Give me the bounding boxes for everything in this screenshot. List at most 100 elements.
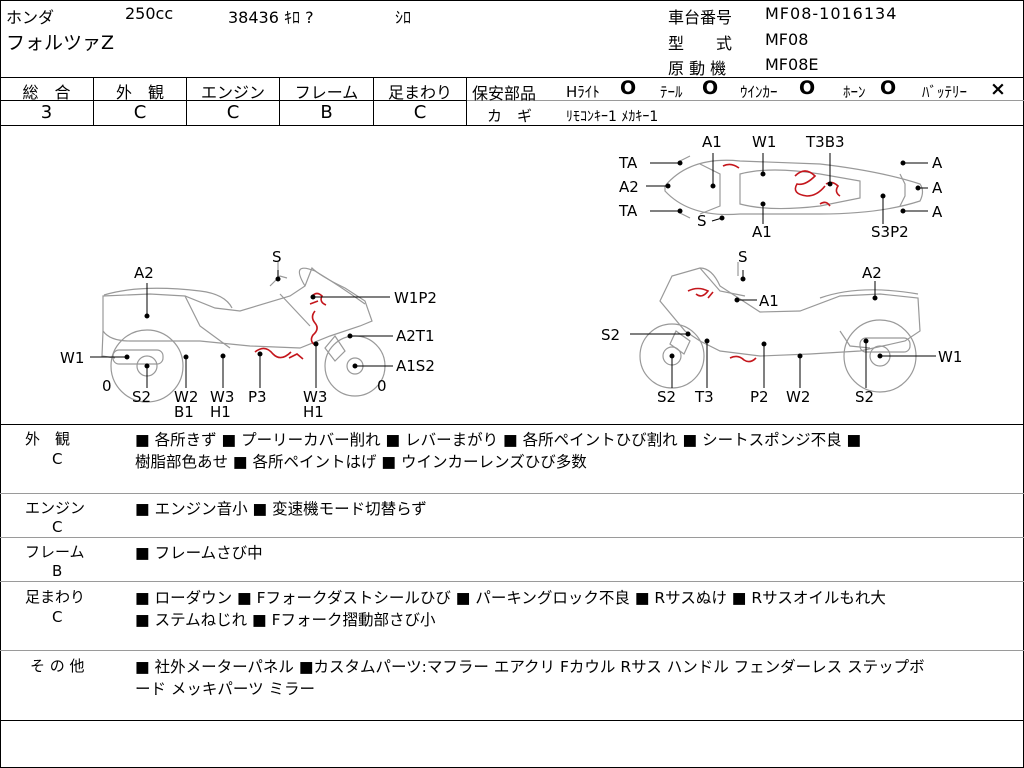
comment-label: 外 観	[25, 430, 71, 448]
safety-mark: O	[880, 77, 897, 99]
diagram-label: A	[932, 203, 943, 221]
diagram-label: W1	[938, 348, 962, 366]
diagram-label: B1	[174, 403, 194, 421]
diagram-label: W1	[60, 349, 84, 367]
diagram-label: S2	[657, 388, 676, 406]
grade-suspension: 足まわり C	[374, 77, 467, 125]
comment-label: 足まわり	[25, 588, 86, 606]
divider	[0, 650, 1024, 651]
diagram-label: H1	[210, 403, 231, 421]
comment-label: エンジン	[25, 499, 86, 517]
diagram-label: S3P2	[871, 223, 909, 241]
safety-title: 保安部品	[472, 84, 537, 103]
diagram-label: A1	[702, 133, 722, 151]
diagram-label: T3B3	[805, 133, 845, 151]
key-label: カ ギ	[487, 107, 533, 125]
diagram-label: A2T1	[396, 327, 435, 345]
top-view-scooter	[664, 155, 924, 219]
color: ｼﾛ	[395, 8, 412, 27]
diagram-label: S	[697, 212, 707, 230]
diagram-label: W1	[752, 133, 776, 151]
diagram-label: W3	[303, 388, 327, 406]
divider	[0, 720, 1024, 721]
mileage: 38436 ｷﾛ ?	[228, 8, 314, 27]
diagram-label: S	[272, 248, 282, 266]
grade-engine: エンジン C	[187, 77, 280, 125]
divider	[0, 581, 1024, 582]
diagram-label: TA	[618, 202, 638, 220]
divider	[0, 100, 466, 101]
diagram-label: S2	[132, 388, 151, 406]
grade-label: 足まわり	[387, 83, 452, 102]
bike-diagram: TA A2 TA A1 W1 T3B3 S A1 A A A S3P2 S A2…	[60, 133, 962, 421]
diagram-label: A1	[759, 292, 779, 310]
diagram-label: A2	[619, 178, 639, 196]
comment-line: ■ ローダウン ■ Fフォークダストシールひび ■ パーキングロック不良 ■ R…	[135, 589, 886, 607]
key-value: ﾘﾓｺﾝｷｰ1 ﾒｶｷｰ1	[566, 109, 659, 125]
divider	[0, 77, 1024, 78]
comment-grade: B	[52, 562, 63, 580]
left-view-scooter	[101, 262, 386, 403]
grade-value: C	[226, 102, 240, 123]
comment-line: ■ 各所きず ■ プーリーカバー削れ ■ レバーまがり ■ 各所ペイントひび割れ…	[135, 431, 862, 449]
frame-no: MF08-1016134	[765, 4, 898, 23]
comment-line: ■ フレームさび中	[135, 544, 263, 562]
diagram-label: S	[738, 248, 748, 266]
type-value: MF08	[765, 30, 809, 49]
grade-value: B	[320, 102, 333, 123]
grade-overall: 総 合 3	[0, 77, 94, 125]
grade-value: C	[133, 102, 147, 123]
diagram-label: A2	[134, 264, 154, 282]
safety-mark: ×	[990, 78, 1006, 100]
comment-line: ード メッキパーツ ミラー	[135, 680, 316, 698]
comment-line: ■ 社外メーターパネル ■カスタムパーツ:マフラー エアクリ Fカウル Rサス …	[135, 658, 925, 676]
safety-mark: O	[799, 77, 816, 99]
diagram-label: A1S2	[396, 357, 435, 375]
diagram-label: W2	[174, 388, 198, 406]
right-view-scooter	[639, 262, 921, 393]
diagram-labels: TA A2 TA A1 W1 T3B3 S A1 A A A S3P2 S A2…	[60, 133, 962, 421]
diagram-label: H1	[303, 403, 324, 421]
comment-grade: C	[52, 450, 63, 468]
model-name: フォルツァZ	[6, 32, 115, 54]
type-label: 型 式	[668, 34, 733, 53]
diagram-label: A	[932, 154, 943, 172]
diagram-label: T3	[694, 388, 714, 406]
divider	[0, 424, 1024, 425]
diagram-label: W2	[786, 388, 810, 406]
diagram-label: P3	[248, 388, 267, 406]
engine-label: 原 動 機	[668, 59, 727, 78]
diagram-label: A2	[862, 264, 882, 282]
divider	[0, 125, 1024, 126]
diagram-label: W3	[210, 388, 234, 406]
comment-grade: C	[52, 518, 63, 536]
damage-marks	[254, 163, 841, 363]
diagram-label: 0	[377, 377, 387, 395]
maker: ホンダ	[6, 8, 55, 27]
divider	[466, 100, 1024, 101]
grade-label: 総 合	[22, 83, 71, 102]
comment-grade: C	[52, 608, 63, 626]
diagram-label: S2	[855, 388, 874, 406]
safety-item-label: ﾊﾞｯﾃﾘｰ	[922, 83, 968, 101]
grade-frame: フレーム B	[280, 77, 374, 125]
grade-label: フレーム	[294, 83, 359, 102]
safety-item-label: ﾃｰﾙ	[660, 83, 683, 101]
engine-value: MF08E	[765, 55, 819, 74]
displacement: 250cc	[125, 4, 174, 23]
divider	[0, 537, 1024, 538]
diagram-label: TA	[618, 154, 638, 172]
diagram-label: P2	[750, 388, 769, 406]
diagram-label: 0	[102, 377, 112, 395]
comment-label: そ の 他	[30, 657, 85, 675]
safety-mark: O	[702, 77, 719, 99]
safety-item-label: Hﾗｲﾄ	[566, 83, 600, 101]
safety-mark: O	[620, 77, 637, 99]
grade-label: エンジン	[200, 83, 265, 102]
diagram-label: S2	[601, 326, 620, 344]
diagram-label: A	[932, 179, 943, 197]
comment-label: フレーム	[25, 543, 85, 561]
pointer-lines	[90, 153, 936, 388]
grade-exterior: 外 観 C	[94, 77, 187, 125]
safety-item-label: ｳｲﾝｶｰ	[740, 83, 778, 101]
